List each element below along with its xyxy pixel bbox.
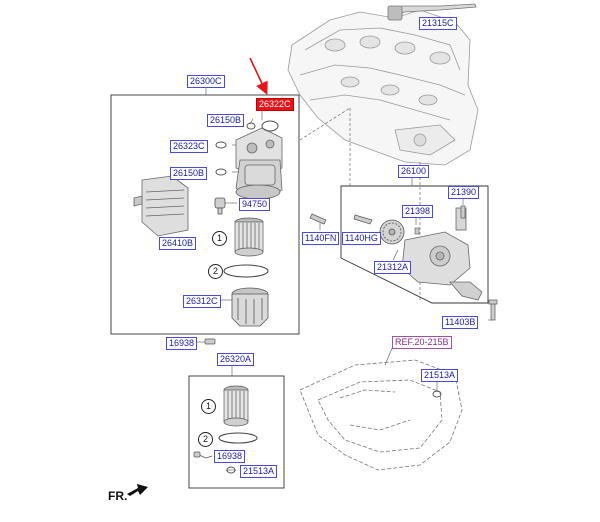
oil-pump-sprocket (379, 219, 405, 245)
washer-kit (226, 466, 236, 474)
callout-1-kit: 1 (201, 399, 216, 414)
label-1140FN[interactable]: 1140FN (302, 232, 340, 245)
label-16938-upper[interactable]: 16938 (166, 337, 198, 350)
o-ring-26150-lower (215, 168, 227, 176)
oil-filter-module (235, 127, 283, 200)
label-26100[interactable]: 26100 (398, 165, 430, 178)
o-ring-26322 (261, 120, 279, 132)
label-21315C[interactable]: 21315C (419, 17, 457, 30)
label-26320A[interactable]: 26320A (217, 353, 255, 366)
drain-plug-upper (204, 338, 216, 345)
label-11403B[interactable]: 11403B (442, 316, 479, 329)
label-16938-kit[interactable]: 16938 (214, 450, 246, 463)
callout-1-assembly: 1 (212, 231, 227, 246)
oil-pan-washer (432, 390, 442, 398)
bolts (309, 205, 498, 321)
filter-element-upper (234, 217, 264, 257)
label-ref-oil-pan[interactable]: REF.20-215B (392, 336, 452, 349)
label-21513A-oil-pan[interactable]: 21513A (421, 369, 459, 382)
o-ring-26323 (215, 141, 227, 149)
front-direction-arrow-icon (127, 484, 148, 496)
callout-2-assembly: 2 (208, 264, 223, 279)
label-26150B-lower[interactable]: 26150B (170, 167, 208, 180)
filter-kit-frame (188, 375, 285, 489)
callout-2-kit: 2 (198, 432, 213, 447)
label-21312A[interactable]: 21312A (374, 261, 412, 274)
label-26322C-highlighted[interactable]: 26322C (256, 98, 294, 111)
front-direction-label: FR. (108, 489, 128, 503)
label-94750[interactable]: 94750 (239, 198, 271, 211)
filter-gasket-upper (223, 264, 269, 278)
oil-pan (299, 359, 463, 471)
filter-assembly-frame (110, 94, 300, 335)
oil-cooler (133, 175, 189, 237)
oil-pump (401, 207, 483, 301)
drain-plug-kit (193, 451, 213, 459)
dowel-pin (414, 227, 420, 235)
label-21398[interactable]: 21398 (402, 205, 434, 218)
filter-gasket-kit (218, 432, 258, 444)
engine-block (287, 9, 479, 166)
label-1140HG[interactable]: 1140HG (342, 232, 381, 245)
filter-element-kit (223, 385, 249, 427)
filter-cap (231, 287, 269, 327)
highlight-arrow (249, 57, 268, 95)
label-26312C[interactable]: 26312C (183, 295, 221, 308)
label-26410B[interactable]: 26410B (159, 237, 197, 250)
label-26323C[interactable]: 26323C (170, 140, 208, 153)
label-21513A-kit[interactable]: 21513A (240, 465, 278, 478)
label-26300C[interactable]: 26300C (187, 75, 225, 88)
oil-pressure-sensor (214, 197, 226, 215)
label-26150B-upper[interactable]: 26150B (207, 114, 245, 127)
label-21390[interactable]: 21390 (448, 186, 480, 199)
dipstick-tube (387, 3, 477, 21)
o-ring-26150-upper (246, 122, 256, 130)
